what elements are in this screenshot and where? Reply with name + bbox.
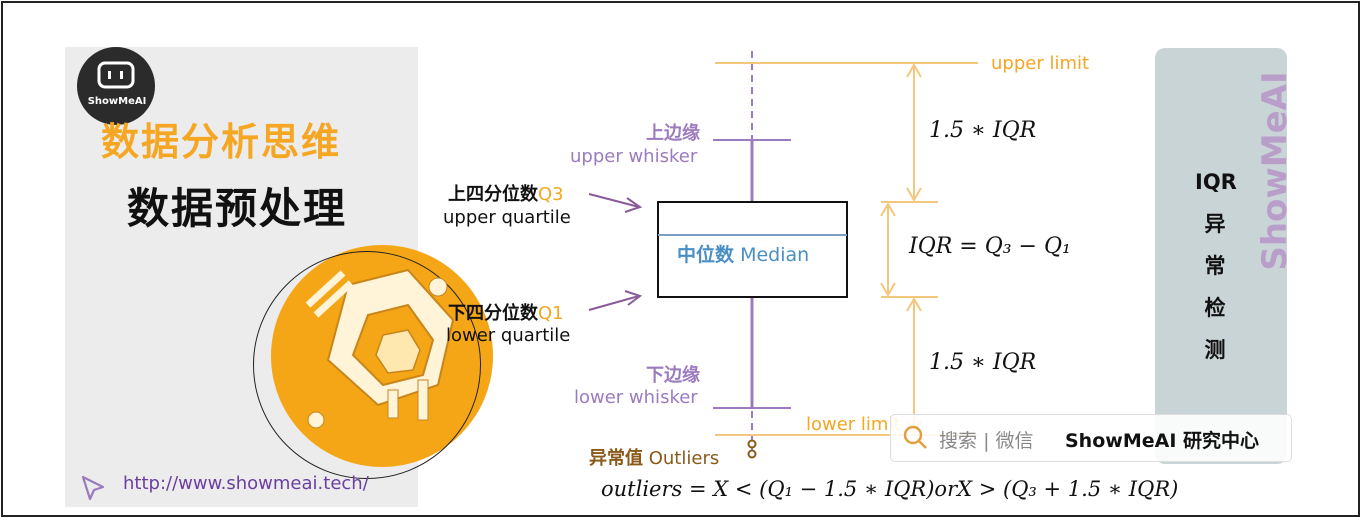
wechat-platform: 微信 bbox=[995, 430, 1034, 452]
search-icon bbox=[903, 425, 927, 449]
wechat-search-bar[interactable] bbox=[890, 414, 1292, 462]
q3-cn: 上四分位数 bbox=[448, 184, 538, 205]
q3-en: upper quartile bbox=[443, 207, 571, 228]
q1-tag: Q1 bbox=[538, 303, 564, 324]
q1-label: 下四分位数Q1 bbox=[448, 299, 564, 325]
iqr-formula: IQR = Q₃ − Q₁ bbox=[909, 234, 1071, 259]
outliers-en: Outliers bbox=[648, 448, 720, 469]
cover-title: 数据分析思维 bbox=[101, 120, 342, 164]
outliers-label: 异常值 Outliers bbox=[589, 444, 719, 470]
wechat-search-label: 搜索 bbox=[939, 430, 978, 452]
lower-whisker-cn: 下边缘 bbox=[646, 365, 700, 386]
robot-icon bbox=[97, 61, 135, 89]
logo-text: ShowMeAI bbox=[87, 96, 147, 107]
hexagon-illustration bbox=[305, 268, 455, 429]
boxplot-diagram bbox=[588, 51, 978, 459]
cursor-icon bbox=[81, 475, 105, 501]
site-url[interactable]: http://www.showmeai.tech/ bbox=[123, 473, 369, 494]
cover-subtitle: 数据预处理 bbox=[127, 184, 348, 233]
side-panel bbox=[1155, 48, 1287, 464]
upper-limit-label: upper limit bbox=[991, 53, 1090, 74]
q3-tag: Q3 bbox=[538, 184, 564, 205]
median-en: Median bbox=[740, 244, 810, 266]
wechat-account: ShowMeAI 研究中心 bbox=[1065, 430, 1259, 452]
q3-label: 上四分位数Q3 bbox=[448, 180, 564, 206]
iqr-box bbox=[657, 201, 848, 298]
illustration-ring bbox=[253, 251, 481, 479]
median-label: 中位数 Median bbox=[677, 240, 809, 267]
wechat-separator: | bbox=[983, 430, 990, 452]
upper-whisker-cn: 上边缘 bbox=[646, 123, 700, 144]
q1-pointer bbox=[588, 295, 640, 311]
lower-span-label: 1.5 ∗ IQR bbox=[929, 350, 1037, 375]
outliers-cn: 异常值 bbox=[589, 448, 643, 469]
upper-span-label: 1.5 ∗ IQR bbox=[929, 118, 1037, 143]
lower-whisker-en: lower whisker bbox=[574, 387, 698, 408]
lower-limit-label: lower limit bbox=[806, 414, 901, 435]
q1-cn: 下四分位数 bbox=[448, 303, 538, 324]
median-cn: 中位数 bbox=[677, 244, 735, 266]
outlier-point-1 bbox=[747, 439, 757, 449]
q1-en: lower quartile bbox=[446, 325, 571, 346]
outlier-point-2 bbox=[747, 449, 757, 459]
q3-pointer bbox=[588, 193, 640, 208]
wechat-search-text: 搜索 | 微信 bbox=[939, 426, 1034, 453]
outlier-formula: outliers = X < (Q₁ − 1.5 ∗ IQR)orX > (Q₃… bbox=[601, 477, 1179, 501]
upper-whisker-en: upper whisker bbox=[570, 146, 698, 167]
side-title: IQR 异 常 检 测 bbox=[1195, 170, 1237, 362]
